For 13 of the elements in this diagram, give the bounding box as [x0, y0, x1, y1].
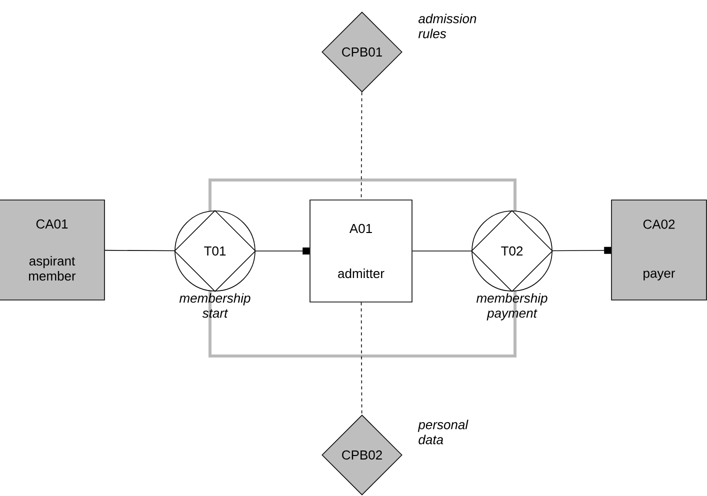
actor-box: CA01 aspirant member: [0, 200, 105, 300]
connector: [412, 250, 472, 252]
actor-role-box: A01 admitter: [310, 200, 412, 302]
node-caption: personal data: [418, 420, 468, 444]
node-caption: membership start: [179, 293, 250, 318]
connector: [104, 250, 175, 252]
connector: [360, 302, 362, 416]
node-caption: membership payment: [476, 293, 548, 320]
node-caption: admission rules: [418, 14, 476, 38]
connector: [255, 248, 310, 254]
connector: [552, 246, 612, 254]
actor-box: CA02 payer: [611, 200, 707, 300]
connector: [360, 92, 362, 200]
